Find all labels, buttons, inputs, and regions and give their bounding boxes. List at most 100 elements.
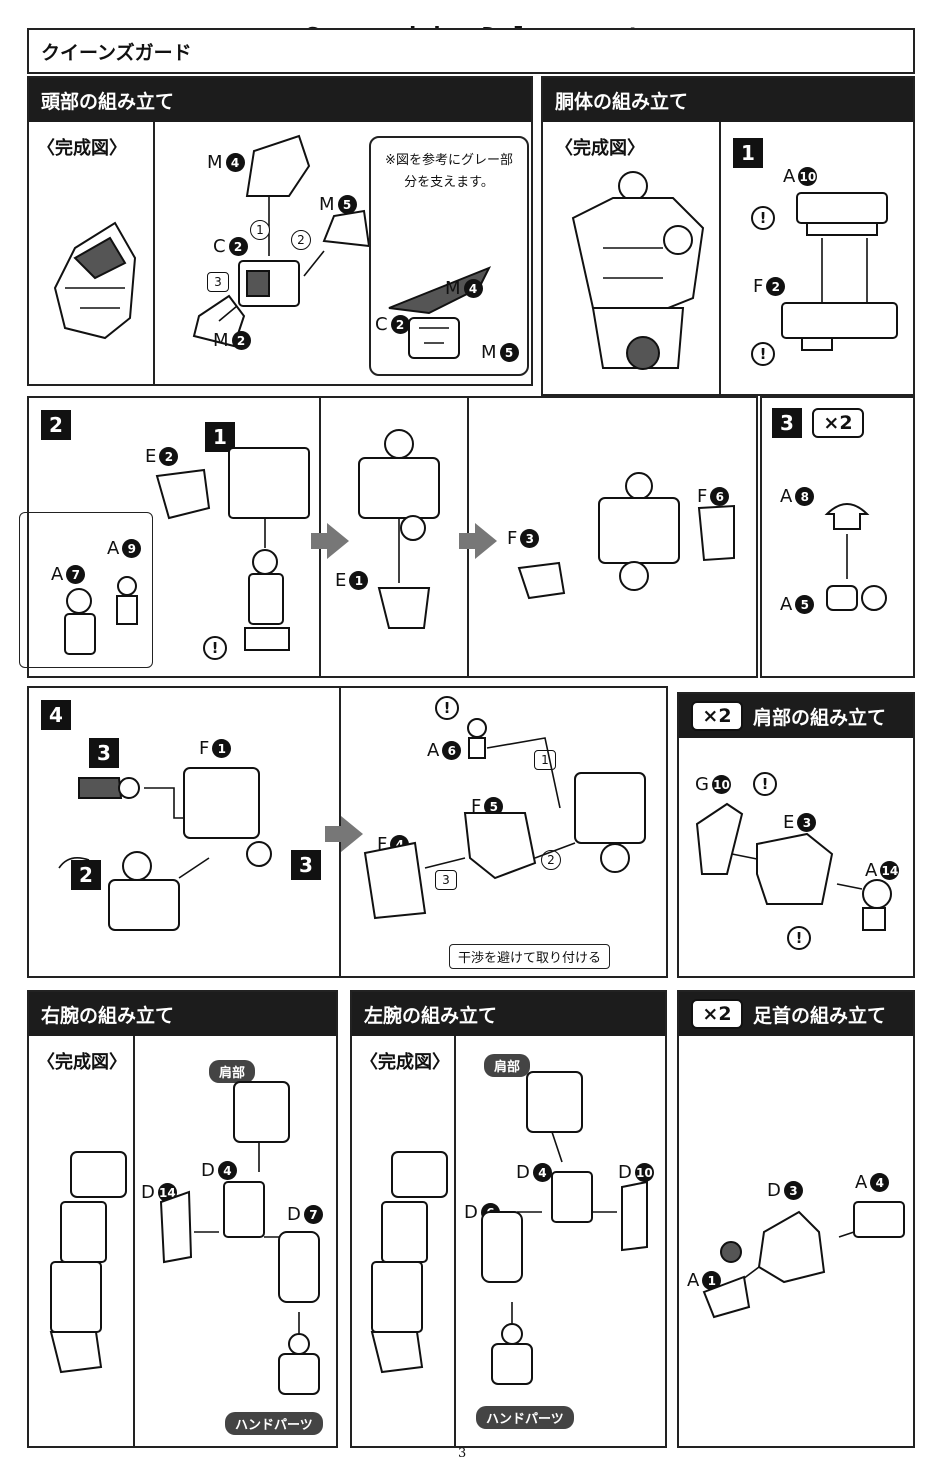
torso-divider [719,122,721,394]
torso-step1-illustration [781,192,898,351]
left-arm-divider [454,1036,456,1446]
step2-ref-1: 1 [205,422,235,452]
shoulder-illustration [695,802,892,931]
left-arm-header: 左腕の組み立て [352,992,665,1036]
right-arm-exploded-illustration [159,1081,320,1395]
shoulder-multiplier: ×2 [691,701,743,731]
right-arm-complete-label: 〈完成図〉 [37,1052,127,1073]
ankle-multiplier: ×2 [691,999,743,1029]
torso-caution-icon-2: ! [751,342,775,366]
step2-label: 2 [41,410,71,440]
ankle-illustration [702,1201,905,1319]
step4-caution-icon: ! [435,696,459,720]
step2-flow-arrow-1-shaft [311,533,327,549]
head-header: 頭部の組み立て [29,78,531,122]
step4-flow-arrow [341,816,363,852]
head-divider [153,122,155,384]
step4-order-3: 3 [435,870,457,890]
left-arm-exploded-illustration [481,1071,648,1385]
right-arm-divider [133,1036,135,1446]
right-arm-tag-hand: ハンドパーツ [225,1412,323,1435]
step2-caution-icon: ! [203,636,227,660]
head-complete-label: 〈完成図〉 [37,138,127,159]
torso-caution-icon-1: ! [751,206,775,230]
step4-order-2: 2 [541,850,561,870]
step3-multiplier: ×2 [812,408,864,438]
step4-flow-arrow-shaft [325,826,341,842]
step4-ref-3-right: 3 [291,850,321,880]
ankle-header: ×2 足首の組み立て [679,992,913,1036]
step4-left-illustration [58,767,272,931]
right-arm-complete-illustration [49,1151,127,1374]
shoulder-caution-icon-1: ! [753,772,777,796]
right-arm-tag-shoulder: 肩部 [209,1060,256,1083]
step4-ref-2: 2 [71,860,101,890]
shoulder-header: ×2 肩部の組み立て [679,694,913,738]
step2-detail-illustration [64,576,138,655]
left-arm-section: 左腕の組み立て 〈完成図〉 肩部 ハンドパーツ D4 D10 D6 [350,990,667,1448]
torso-complete-label: 〈完成図〉 [555,138,645,159]
left-arm-complete-illustration [370,1151,448,1374]
step4-right-illustration [363,718,646,920]
left-arm-tag-hand: ハンドパーツ [476,1406,574,1429]
right-arm-header: 右腕の組み立て [29,992,336,1036]
step2-flow-arrow-2-shaft [459,533,475,549]
step2-middle-illustration [358,429,440,629]
step4-ref-3-top: 3 [89,738,119,768]
step3-label: 3 [772,408,802,438]
torso-step-1: 1 [733,138,763,168]
head-exploded-illustration [192,134,371,348]
page-number: 3 [458,1446,467,1461]
torso-complete-illustration [571,171,705,370]
step2-right-illustration [517,472,735,600]
head-complete-illustration [53,221,137,340]
shoulder-caution-icon-2: ! [787,926,811,950]
head-order-2: 2 [291,230,311,250]
ankle-title: 足首の組み立て [753,1004,887,1027]
step4-label: 4 [41,700,71,730]
head-note-text: ※図を参考にグレー部分を支えます。 [385,153,513,191]
head-note-illustration [388,266,492,359]
step3-header: 3 ×2 [772,408,874,438]
step2-flow-arrow-2 [475,523,497,559]
left-arm-complete-label: 〈完成図〉 [360,1052,450,1073]
step2-flow-arrow-1 [327,523,349,559]
step3-illustration [824,503,887,611]
